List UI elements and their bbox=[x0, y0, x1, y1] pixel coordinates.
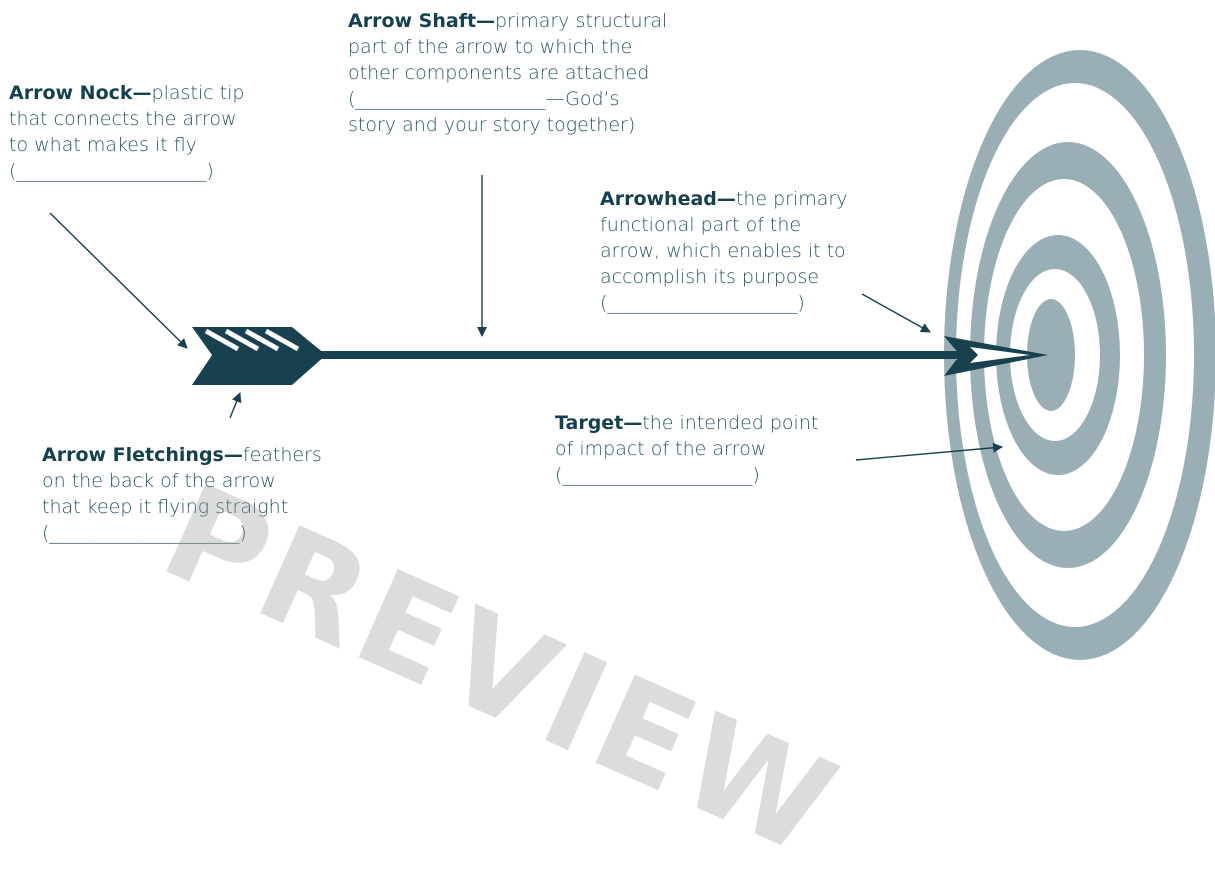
nock-pointer bbox=[49, 212, 188, 349]
fletchings-title: Arrow Fletchings— bbox=[42, 444, 243, 466]
arrowhead-pointer bbox=[861, 293, 931, 333]
nock-title: Arrow Nock— bbox=[9, 82, 152, 104]
target-bullseye bbox=[1027, 299, 1075, 411]
arrowhead-answer-blank: (____________________) bbox=[600, 292, 805, 314]
target-label: Target—the intended point of impact of t… bbox=[555, 412, 819, 486]
nock-answer-blank: (____________________) bbox=[9, 160, 214, 182]
fletchings-answer-blank: (____________________) bbox=[42, 522, 247, 544]
target-pointer bbox=[855, 442, 1003, 461]
fletchings-pointer bbox=[229, 392, 242, 419]
arrow-shaft bbox=[300, 351, 980, 359]
target-board bbox=[944, 50, 1215, 660]
arrowhead-title: Arrowhead— bbox=[600, 188, 736, 210]
fletchings-label: Arrow Fletchings—feathers on the back of… bbox=[42, 444, 322, 544]
shaft-answer-blank: (____________________—God’s bbox=[348, 88, 620, 110]
shaft-title: Arrow Shaft— bbox=[348, 10, 496, 32]
arrowhead-label: Arrowhead—the primary functional part of… bbox=[600, 188, 848, 314]
target-title: Target— bbox=[555, 412, 643, 434]
target-answer-blank: (____________________) bbox=[555, 464, 760, 486]
arrow bbox=[192, 327, 1048, 385]
pointer-lines bbox=[49, 175, 1003, 461]
shaft-label: Arrow Shaft—primary structural part of t… bbox=[348, 10, 668, 136]
nock-label: Arrow Nock—plastic tip that connects the… bbox=[9, 82, 245, 182]
arrow-diagram bbox=[49, 50, 1215, 660]
